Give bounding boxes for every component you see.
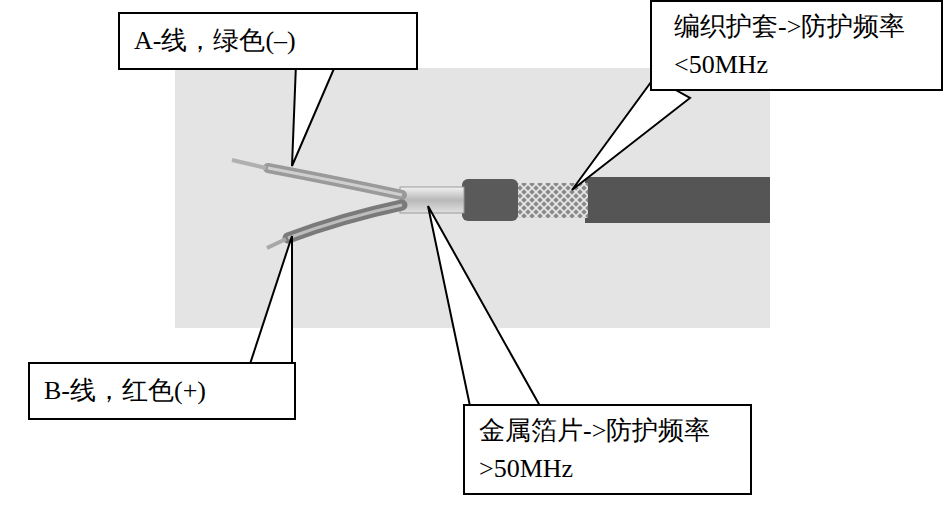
braided-shield bbox=[516, 183, 588, 218]
b-wire-shine bbox=[288, 205, 402, 238]
callout-text: 编织护套->防护频率<50MHz bbox=[674, 8, 914, 83]
callout-box: A-线，绿色(–) bbox=[118, 12, 418, 70]
metal-foil bbox=[400, 187, 464, 213]
callout-pointer bbox=[572, 78, 690, 190]
a-wire bbox=[268, 168, 402, 195]
callout-box: 编织护套->防护频率<50MHz bbox=[650, 0, 943, 91]
b-wire-core bbox=[267, 239, 286, 248]
callout-pointer bbox=[428, 206, 540, 406]
callout-box: B-线，红色(+) bbox=[28, 362, 296, 420]
b-wire bbox=[288, 205, 402, 238]
callout-text: A-线，绿色(–) bbox=[134, 22, 402, 60]
callout-text: B-线，红色(+) bbox=[44, 372, 280, 410]
callout-pointer bbox=[292, 64, 336, 166]
a-wire-core bbox=[232, 160, 266, 168]
callout-text: 金属箔片->防护频率>50MHz bbox=[479, 412, 719, 487]
a-wire-shine bbox=[268, 168, 402, 195]
callout-pointer bbox=[250, 236, 292, 364]
callout-box: 金属箔片->防护频率>50MHz bbox=[463, 404, 752, 495]
outer-jacket bbox=[585, 177, 770, 223]
inner-jacket bbox=[462, 179, 518, 221]
